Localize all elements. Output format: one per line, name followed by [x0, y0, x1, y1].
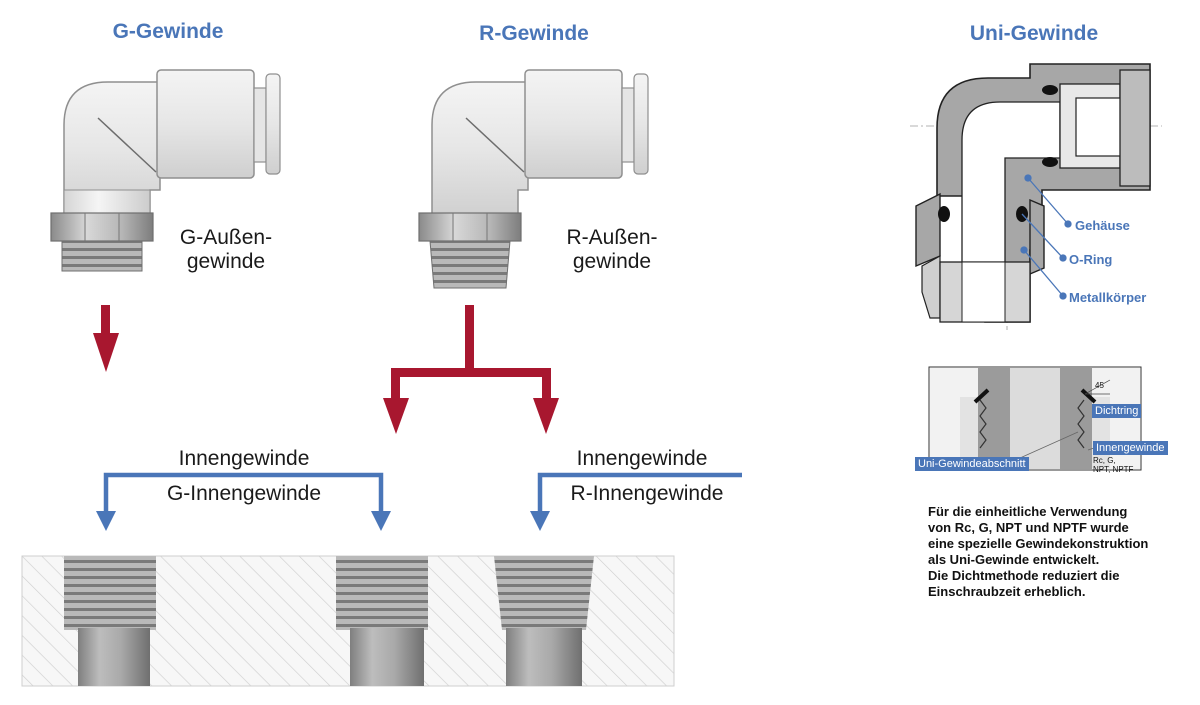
description-line: Die Dichtmethode reduziert die [928, 568, 1120, 583]
thread-detail-box [928, 366, 1142, 471]
red-arrows [93, 305, 559, 434]
label-metallkoerper: Metallkörper [1069, 290, 1147, 305]
g-inner-thread-header: Innengewinde [178, 447, 310, 470]
g-fitting-icon [50, 69, 281, 272]
arrow-down-icon [96, 511, 116, 531]
arrow-down-icon [530, 511, 550, 531]
title-r: R-Gewinde [479, 22, 589, 45]
cross-section-icon [910, 63, 1162, 330]
angle-label: 45 [1095, 381, 1104, 390]
description-text: Für die einheitliche Verwendung von Rc, … [928, 504, 1188, 600]
description-line: als Uni-Gewinde entwickelt. [928, 552, 1100, 567]
title-g: G-Gewinde [112, 20, 224, 43]
threaded-block [21, 555, 675, 687]
r-inner-thread-header: Innengewinde [576, 447, 708, 470]
label-dichtring: Dichtring [1092, 404, 1142, 418]
g-label-line-2: gewinde [186, 250, 266, 273]
r-label-line-1: R-Außen- [566, 226, 658, 249]
thread-types-line-2: NPT, NPTF [1093, 465, 1134, 474]
label-gehaeuse: Gehäuse [1075, 218, 1130, 233]
description-line: von Rc, G, NPT und NPTF wurde [928, 520, 1129, 535]
title-uni: Uni-Gewinde [969, 22, 1099, 45]
arrow-down-icon [93, 333, 119, 372]
thread-types-line-1: Rc, G, [1093, 456, 1116, 465]
label-uni-section: Uni-Gewindeabschnitt [915, 457, 1029, 471]
arrow-down-icon [533, 398, 559, 434]
g-inner-thread-name: G-Innengewinde [166, 482, 322, 505]
blue-brackets [103, 472, 742, 516]
g-label-line-1: G-Außen- [179, 226, 273, 249]
r-inner-thread-name: R-Innengewinde [570, 482, 724, 505]
r-label-line-2: gewinde [572, 250, 652, 273]
label-innengewinde: Innengewinde [1093, 441, 1168, 455]
label-o-ring: O-Ring [1069, 252, 1113, 267]
r-external-thread-label: R-Außen- gewinde [552, 226, 672, 274]
arrow-down-icon [383, 398, 409, 434]
description-line: Einschraubzeit erheblich. [928, 584, 1086, 599]
arrow-down-icon [371, 511, 391, 531]
description-line: Für die einheitliche Verwendung [928, 504, 1128, 519]
r-fitting-icon [418, 69, 649, 289]
description-line: eine spezielle Gewindekonstruktion [928, 536, 1149, 551]
g-external-thread-label: G-Außen- gewinde [166, 226, 286, 274]
